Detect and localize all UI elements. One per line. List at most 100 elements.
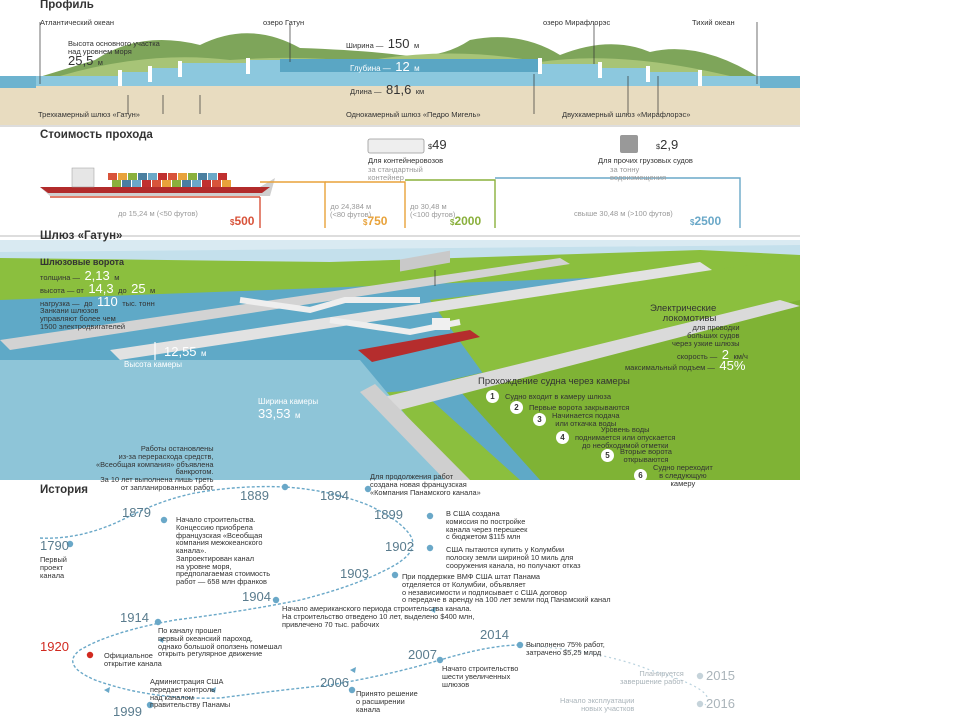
step-text: Судно входит в камеру шлюза — [505, 391, 611, 401]
timeline-dot — [696, 700, 704, 708]
history-event-text: Начато строительство шести увеличенных ш… — [442, 664, 519, 689]
history-event-text: Начало американского периода строительст… — [282, 604, 475, 629]
tier-4-value: 2500 — [694, 214, 722, 228]
history-year: 1899 — [374, 507, 403, 522]
container-block — [132, 180, 141, 187]
timeline-arrow — [104, 687, 110, 693]
step-text: Вторые ворота открываются — [620, 447, 672, 464]
step-number: 5 — [601, 449, 614, 463]
container-sub: за стандартный контейнер — [368, 165, 423, 182]
gate-height-value2: 25 — [131, 281, 146, 296]
other-sub: за тонну водоизмещения — [610, 165, 667, 182]
tier-2-value: 750 — [367, 214, 388, 228]
container-price: $49 — [428, 137, 447, 154]
history-year: 1902 — [385, 539, 414, 554]
canal-water — [36, 60, 760, 86]
tier-3-price: $2000 — [450, 215, 481, 228]
history-year: 1889 — [240, 488, 269, 503]
tier-3-currency: $ — [450, 218, 455, 227]
weight-icon — [620, 135, 638, 153]
thickness-readout: толщина — 2,13 м — [40, 268, 119, 285]
ship-lock-hull — [358, 330, 480, 362]
container-block — [112, 180, 121, 187]
cost-title: Стоимость прохода — [40, 129, 153, 141]
timeline-arrow — [210, 687, 216, 693]
gatun-lake-label: озеро Гатун — [263, 18, 305, 27]
infographic: Профиль Атлантический океан озеро Гатун … — [0, 0, 800, 720]
timeline-dot — [516, 641, 524, 649]
climb-label: максимальный подъем — — [625, 363, 715, 372]
lock-gatun-label: Трехкамерный шлюз «Гатун» — [38, 110, 140, 119]
history-year: 2016 — [706, 696, 735, 711]
speed-readout: скорость — 2 км/ч — [677, 347, 748, 364]
gate-height-value: 14,3 — [88, 281, 114, 296]
chamber-height-readout: 12,55 м — [164, 344, 207, 361]
water-lower — [0, 360, 460, 480]
profile-lock-gate — [598, 62, 602, 78]
load-unit: тыс. тонн — [122, 299, 155, 308]
width-readout: Ширина — 150 м — [346, 36, 419, 53]
history-event-text: Работы остановлены из-за перерасхода сре… — [96, 444, 214, 492]
tier-1-value: 500 — [234, 214, 255, 228]
container-block — [188, 173, 197, 180]
lock-miraflores-label: Двухкамерный шлюз «Мирафлорэс» — [562, 110, 691, 119]
other-currency: $ — [656, 142, 661, 151]
step-item: 4Уровень воды поднимается или опускается… — [556, 426, 675, 450]
lock-pedro-label: Однокамерный шлюз «Педро Мигель» — [346, 110, 481, 119]
engines-note: Занкани шлюзов управляют более чем 1500 … — [40, 306, 126, 331]
container-icon — [367, 138, 425, 154]
container-block — [202, 180, 211, 187]
gatun-title: Шлюз «Гатун» — [40, 230, 123, 242]
container-block — [212, 180, 221, 187]
chamber-height-value: 12,55 — [164, 344, 197, 359]
depth-band — [280, 59, 540, 72]
profile-lock-gate — [148, 66, 152, 82]
width-label: Ширина — — [346, 41, 384, 50]
profile-lock-gate — [646, 66, 650, 82]
length-unit: км — [415, 87, 425, 96]
load-mid: до — [83, 299, 93, 308]
tier-2-bar-b — [325, 181, 406, 228]
history-event-text: Начало эксплуатации новых участков — [560, 696, 635, 713]
steps-title: Прохождение судна через камеры — [478, 376, 630, 387]
history-year: 2007 — [408, 647, 437, 662]
ship-lock-cargo — [400, 250, 450, 272]
container-block — [168, 173, 177, 180]
profile-lock-gate — [246, 58, 250, 74]
ship-lock-bridge — [432, 318, 450, 330]
thickness-label: толщина — — [40, 273, 80, 282]
gate-height-label: высота — от — [40, 286, 84, 295]
container-block — [158, 173, 167, 180]
history-year: 1894 — [320, 488, 349, 503]
gate-1 — [239, 297, 420, 314]
history-event-text: При поддержке ВМФ США штат Панама отделя… — [402, 572, 611, 605]
container-block — [218, 173, 227, 180]
timeline-arrow — [430, 607, 436, 613]
climb-value: 45% — [719, 358, 746, 373]
history-event-text: Для продолжения работ создана новая фран… — [370, 472, 481, 497]
container-block — [172, 180, 181, 187]
tier-4-price: $2500 — [690, 215, 721, 228]
tier-2-price: $750 — [363, 215, 387, 228]
timeline-dot — [272, 596, 280, 604]
timeline-dot — [436, 656, 444, 664]
loco-title: Электрические локомотивы — [650, 303, 717, 324]
gate-height-readout: высота — от 14,3 до 25 м — [40, 281, 155, 298]
tier-4-range: свыше 30,48 м (>100 футов) — [574, 209, 673, 218]
ground — [0, 81, 800, 125]
ship-bridge — [71, 167, 95, 188]
chamber-width-value: 33,53 — [258, 406, 291, 421]
timeline-arrow — [350, 667, 356, 673]
load-readout: нагрузка — до 110 тыс. тонн — [40, 294, 155, 311]
profile-lock-gate — [698, 70, 702, 86]
history-event-text: Первый проект канала — [40, 555, 67, 580]
load-label: нагрузка — — [40, 299, 80, 308]
depth-label: Глубина — — [350, 64, 391, 73]
gate-height-unit: м — [150, 286, 156, 295]
length-value: 81,6 — [386, 82, 412, 97]
history-year: 1903 — [340, 566, 369, 581]
timeline-dot — [66, 540, 74, 548]
profile-lock-gate — [538, 58, 542, 74]
